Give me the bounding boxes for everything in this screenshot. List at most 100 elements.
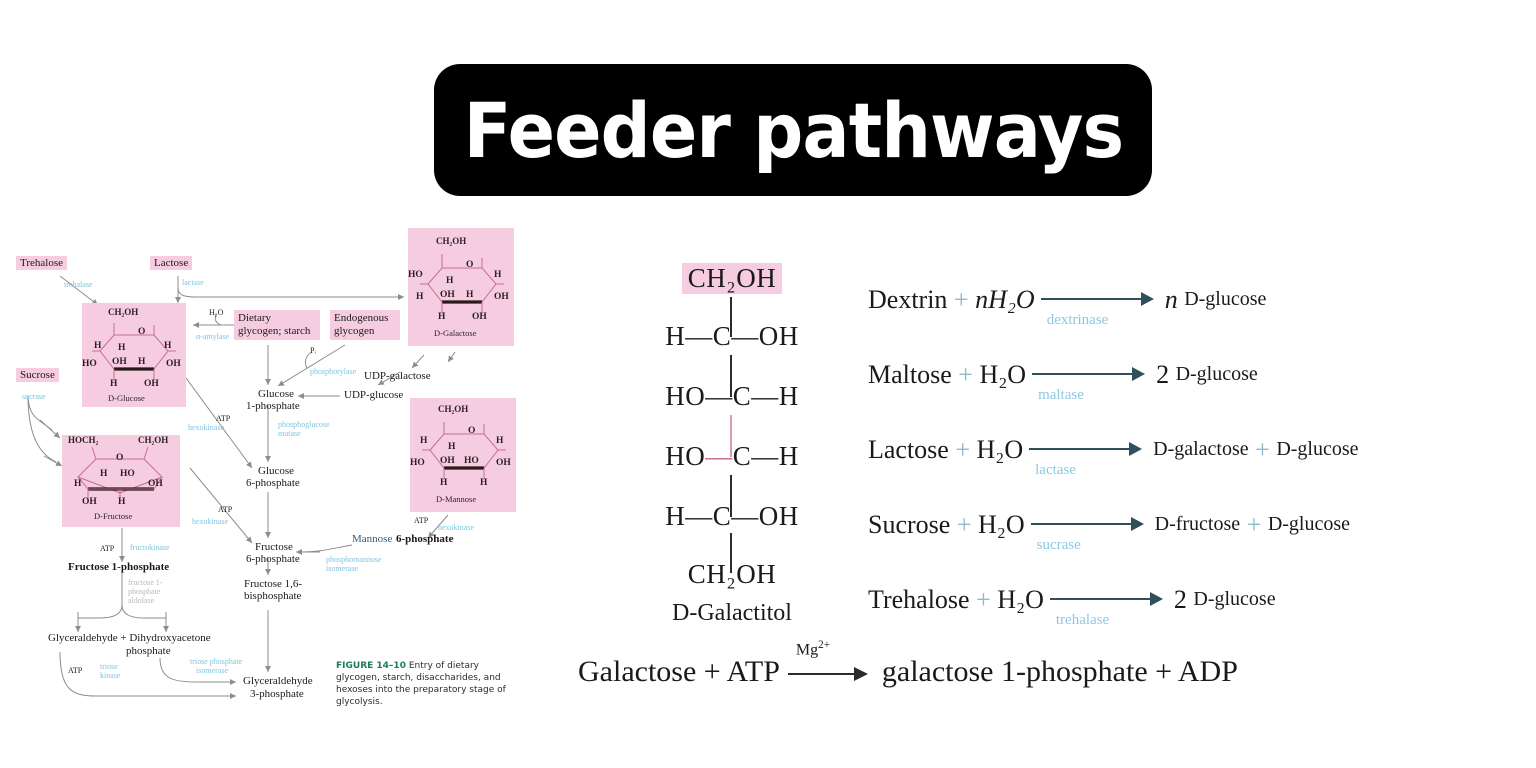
glucose-ho: HO xyxy=(82,359,97,369)
fructose-ho-inner: HO xyxy=(120,469,135,479)
label-lactose: Lactose xyxy=(150,256,193,270)
lactose-product-2: D-glucose xyxy=(1276,438,1359,460)
galactitol-c2-bond-r: — xyxy=(731,320,759,351)
cofactor-pi: Pᵢ xyxy=(310,346,316,355)
mannose-h-inner: H xyxy=(448,442,456,452)
enzyme-maltase: maltase xyxy=(1038,386,1084,403)
reaction-maltose: Maltose + H₂O maltase 2 D-glucose xyxy=(868,337,1508,412)
sucrose-product-1: D-fructose xyxy=(1154,513,1241,535)
enzyme-lactase-rx: lactase xyxy=(1035,461,1076,478)
dietary-glycogen-line1: Dietary xyxy=(238,312,271,324)
fructose-ch2oh: CH₂OH xyxy=(138,435,169,445)
sucrose-water: H₂O xyxy=(978,509,1025,539)
galactose-eq-left: Galactose + ATP xyxy=(578,655,780,688)
galactitol-c2-bond-l: — xyxy=(685,320,713,351)
lactose-water: H₂O xyxy=(976,434,1024,464)
figure-number: FIGURE 14–10 xyxy=(336,661,406,671)
fructose-h-bottom: H xyxy=(118,497,126,507)
galactose-ch2oh: CH₂OH xyxy=(436,236,467,246)
galactitol-c2-center: C xyxy=(712,320,732,351)
enzyme-phosphomannose-isomerase-l2: isomerase xyxy=(326,564,358,573)
galactitol-c3-bond-r: — xyxy=(751,380,779,411)
metabolite-g6p-l2: 6-phosphate xyxy=(246,477,300,489)
sucrose-arrow: sucrase xyxy=(1030,511,1149,553)
metabolite-g6p-l1: Glucose xyxy=(258,465,295,477)
galactose-h-right: H xyxy=(494,270,502,280)
metabolite-udp-galactose: UDP-galactose xyxy=(364,370,431,382)
galactose-h-left: H xyxy=(416,292,424,302)
mannose-o: O xyxy=(468,426,476,436)
lactose-arrow: lactase xyxy=(1029,436,1147,478)
galactose-h-inner2: H xyxy=(466,290,474,300)
maltose-arrow: maltase xyxy=(1032,361,1150,403)
enzyme-aldolase-l1: fructose 1- xyxy=(128,578,163,587)
mannose-h-left: H xyxy=(420,436,428,446)
galactose-kinase-equation: Galactose + ATP Mg2+ galactose 1-phospha… xyxy=(578,639,1238,689)
galactitol-c3-center: C xyxy=(732,380,752,411)
trehalose-water: H₂O xyxy=(997,584,1044,614)
galactitol-c3-left: HO xyxy=(665,380,706,411)
maltose-product: D-glucose xyxy=(1175,363,1258,385)
galactose-eq-catalyst: Mg2+ xyxy=(795,639,831,659)
label-sucrose: Sucrose xyxy=(16,368,59,382)
fructose-name: D-Fructose xyxy=(94,511,133,521)
sucrose-product-2: D-glucose xyxy=(1267,513,1351,535)
galactitol-row-c5: H — C — OH xyxy=(612,493,852,539)
galactitol-row-c2: H — C — OH xyxy=(612,313,852,359)
mannose-h-bottom2: H xyxy=(480,478,488,488)
enzyme-lactase: lactase xyxy=(182,278,204,287)
enzyme-triose-kinase-l2: kinase xyxy=(100,671,121,680)
dietary-glycogen-line2: glycogen; starch xyxy=(238,325,311,337)
cofactor-atp-mannose: ATP xyxy=(414,516,429,525)
galactitol-row-c6: CH₂OH xyxy=(612,551,852,597)
galactitol-c5-bond-l: — xyxy=(685,500,713,531)
enzyme-sucrase: sucrase xyxy=(22,392,46,401)
galactitol-c4-center: C xyxy=(732,440,752,471)
label-endogenous-glycogen: Endogenous glycogen xyxy=(330,310,400,340)
glucose-oh-right: OH xyxy=(166,359,181,369)
metabolite-udp-glucose: UDP-glucose xyxy=(344,389,404,401)
galactose-o: O xyxy=(466,260,474,270)
metabolite-gap-l1: Glyceraldehyde xyxy=(243,675,313,687)
galactose-oh-bottom: OH xyxy=(472,312,487,322)
mannose-oh-inner: OH xyxy=(440,456,455,466)
structure-d-fructose: HOCH₂ CH₂OH O H HO H OH OH H D-Fructose xyxy=(62,435,180,527)
enzyme-phosphomannose-isomerase-l1: phosphomannose xyxy=(326,555,382,564)
mannose-name: D-Mannose xyxy=(436,494,477,504)
cofactor-atp-fructose: ATP xyxy=(218,505,233,514)
structure-d-glucose: CH₂OH O H H H OH H HO OH H OH D-Glucose xyxy=(82,303,186,407)
galactitol-c5-bond-r: — xyxy=(731,500,759,531)
enzyme-aldolase-l3: aldolase xyxy=(128,596,155,605)
galactose-ho: HO xyxy=(408,270,423,280)
galactitol-c4-bond-r: — xyxy=(751,440,779,471)
fructose-oh-bottom: OH xyxy=(82,497,97,507)
trehalose-plus: + xyxy=(969,584,998,614)
dextrin-arrow: dextrinase xyxy=(1040,286,1159,328)
figure-caption: FIGURE 14–10 Entry of dietary glycogen, … xyxy=(336,660,518,709)
galactitol-name: D-Galactitol xyxy=(672,600,792,626)
galactitol-c1-center: CH₂OH xyxy=(681,262,783,294)
metabolite-g1p-l2: 1-phosphate xyxy=(246,400,300,412)
fructose-hoch2: HOCH₂ xyxy=(68,435,99,445)
dextrin-plus: + xyxy=(947,284,976,314)
galactitol-c2-left: H xyxy=(665,320,686,351)
trehalose-substrate: Trehalose xyxy=(868,584,970,614)
galactitol-c6-center: CH₂OH xyxy=(687,558,777,589)
galactose-eq-arrow: Mg2+ xyxy=(787,639,874,687)
maltose-substrate: Maltose xyxy=(868,359,952,389)
fructose-o: O xyxy=(116,453,124,463)
enzyme-trehalase: trehalase xyxy=(64,280,93,289)
enzyme-sucrase-rx: sucrase xyxy=(1036,536,1081,553)
galactitol-c4-bond-l: — xyxy=(705,440,733,471)
mannose-ho-inner: HO xyxy=(464,456,479,466)
galactitol-row-c4: HO — C — H xyxy=(612,433,852,479)
galactitol-c5-left: H xyxy=(665,500,686,531)
metabolite-mannose-6-phosphate-pre: Mannose xyxy=(352,533,393,545)
maltose-plus: + xyxy=(951,359,980,389)
metabolite-triose-products-l2: phosphate xyxy=(126,645,171,657)
enzyme-tpi-l1: triose phosphate xyxy=(190,657,243,666)
trehalose-arrow: trehalase xyxy=(1049,586,1168,628)
reaction-sucrose: Sucrose + H₂O sucrase D-fructose + D-glu… xyxy=(868,487,1508,562)
glucose-oh-inner: OH xyxy=(112,357,127,367)
metabolite-triose-products-l1: Glyceraldehyde + Dihydroxyacetone xyxy=(48,632,211,644)
